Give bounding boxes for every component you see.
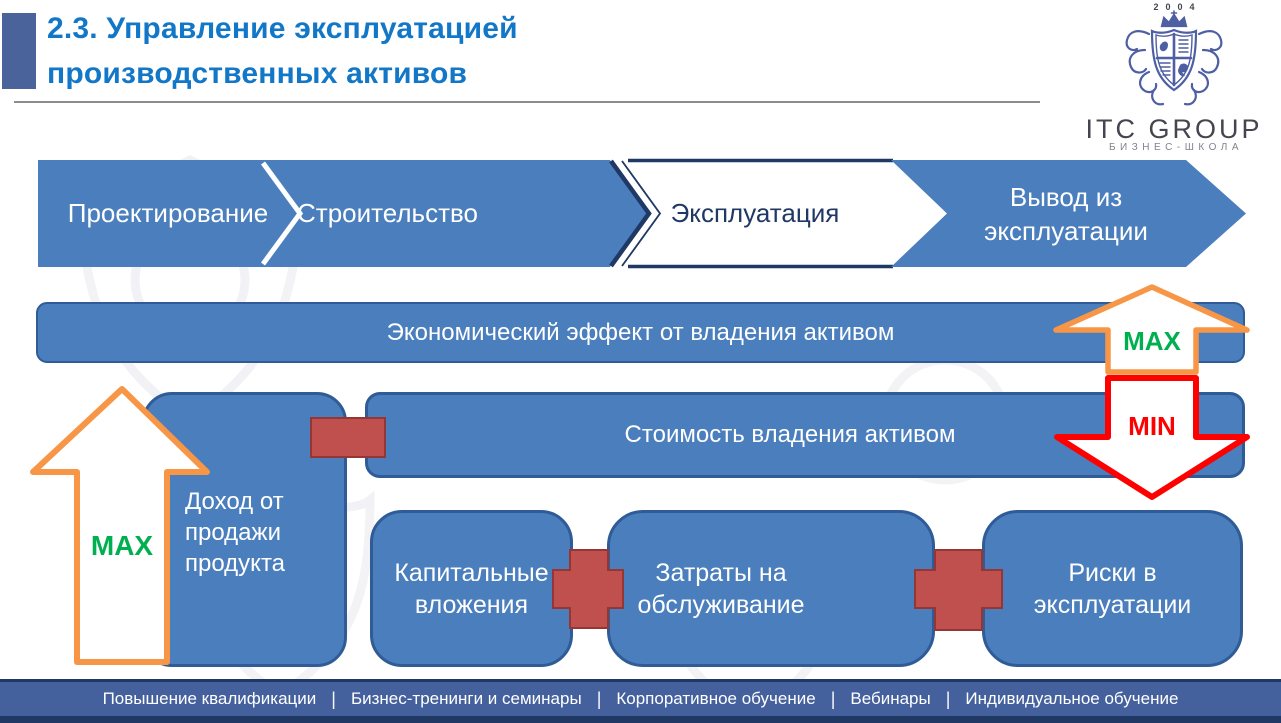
footer-separator: | [945,688,951,709]
stage-operation: Эксплуатация [670,198,840,228]
stage-design: Проектирование [67,198,269,228]
ownership-cost-min-indicator: MIN [1128,411,1176,441]
footer-item-qualification: Повышение квалификации [102,689,317,708]
logo-subtitle: БИЗНЕС-ШКОЛА [1108,142,1243,153]
logo-year: 2004 [1153,2,1202,12]
footer-bottom-strip [0,716,1281,723]
title-accent-bar [2,13,36,89]
stage-construction: Строительство [297,198,478,228]
title-underline [14,101,1040,103]
capital-investment-label: Капитальные вложения [394,558,549,619]
maintenance-cost-label: Затраты на обслуживание [637,558,805,619]
stage-highlight-chevron-outer-icon [609,159,652,268]
footer-separator: | [596,688,602,709]
economic-effect-label: Экономический эффект от владения активом [386,318,895,346]
operation-risk-box [982,510,1243,667]
footer-item-individual: Индивидуальное обучение [965,689,1179,708]
stage-decommission: Вывод из эксплуатации [984,181,1148,246]
footer-item-webinars: Вебинары [850,689,931,708]
logo: 2004 [1085,0,1263,160]
economic-effect-max-indicator: MAX [1123,326,1181,356]
footer-top-line [0,679,1281,682]
footer-separator: | [830,688,836,709]
slide-title: 2.3. Управление эксплуатацией производст… [47,12,518,90]
logo-name: ITC GROUP [1085,114,1263,144]
footer-item-corporate: Корпоративное обучение [616,689,816,708]
logo-crest-icon [1125,10,1223,106]
footer-services-bar: Повышение квалификации | Бизнес-тренинги… [0,682,1281,716]
income-max-indicator: MAX [90,530,154,561]
income-label: Доход от продажи продукта [185,488,286,577]
operation-risk-label: Риски в эксплуатации [1033,558,1192,619]
footer-separator: | [331,688,336,709]
footer-item-trainings: Бизнес-тренинги и семинары [350,689,582,708]
